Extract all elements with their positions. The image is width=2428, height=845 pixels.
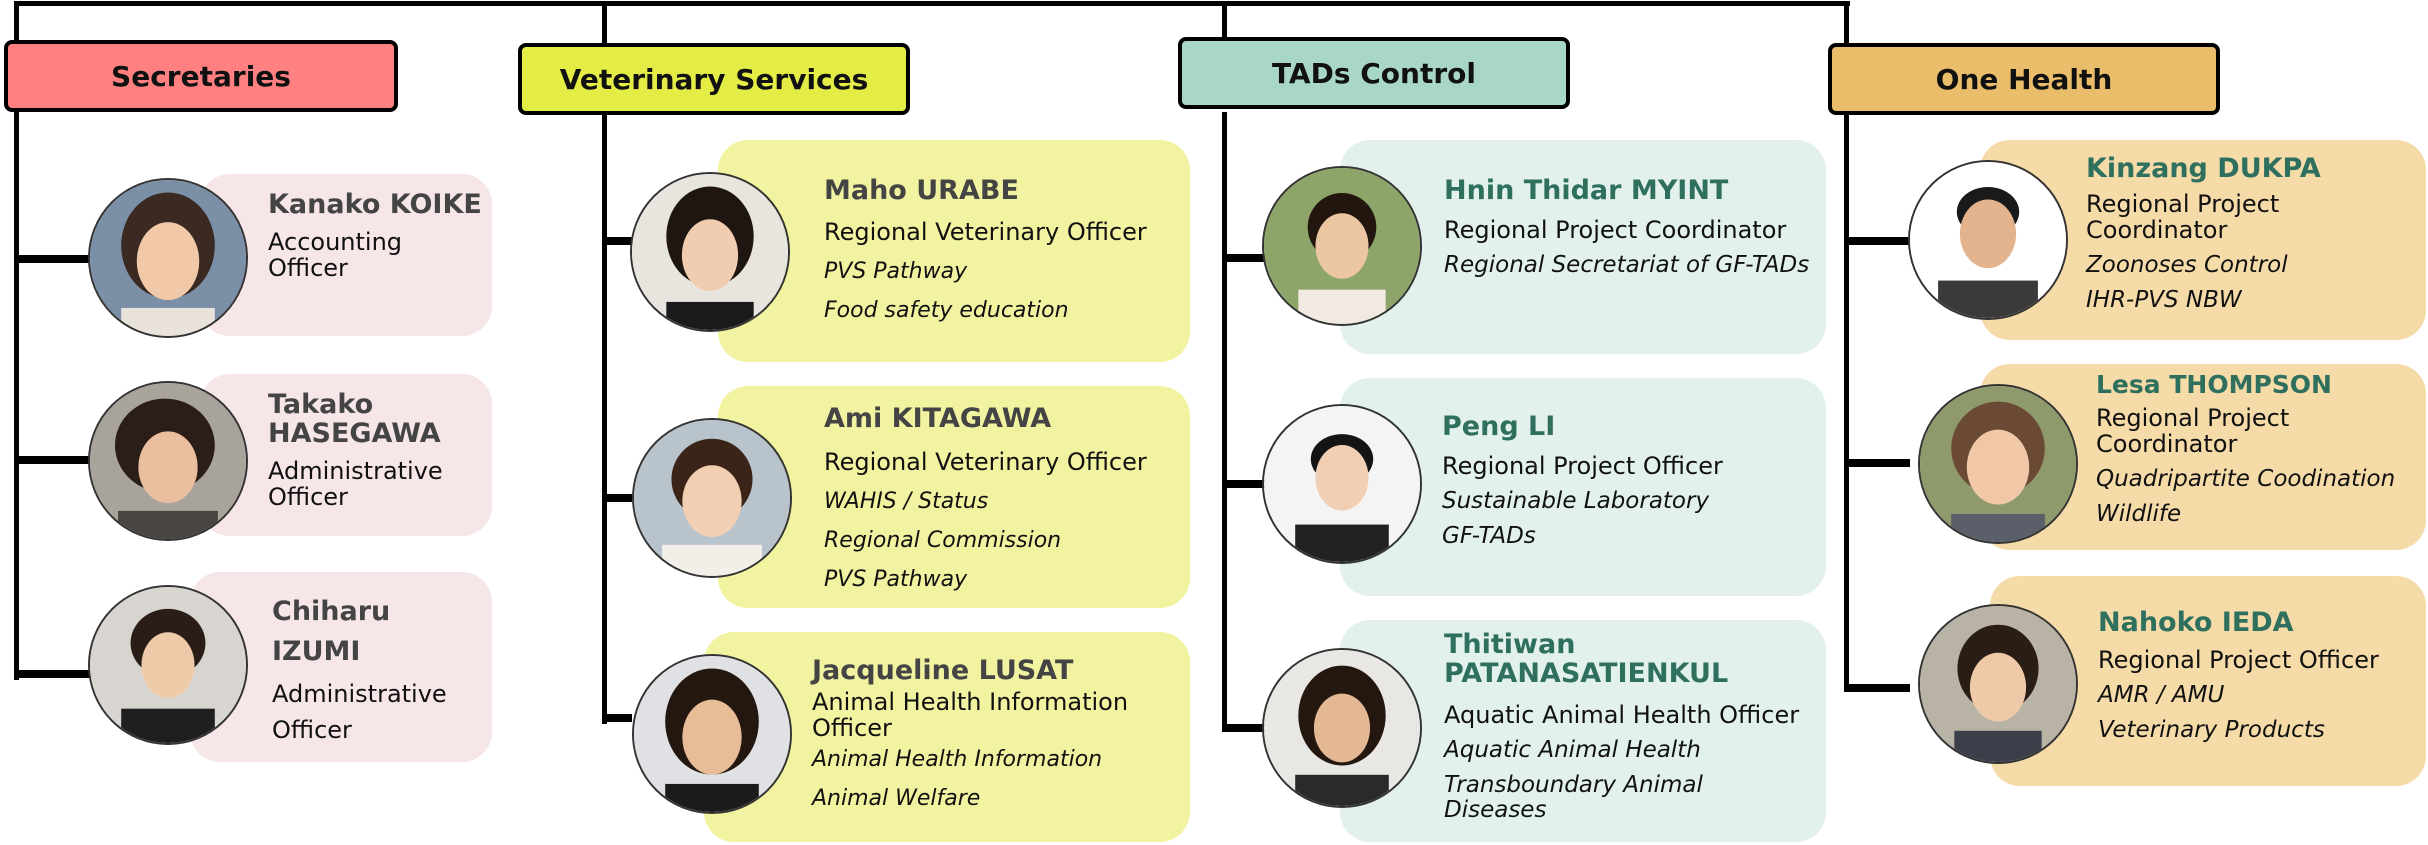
drop-line-veterinary: [602, 1, 607, 47]
portrait-jacqueline-lusat: [632, 654, 792, 814]
trunk-veterinary: [602, 114, 607, 724]
member-duty: AMR / AMU: [2098, 682, 2225, 708]
member-duty: Sustainable Laboratory: [1442, 488, 1710, 514]
portrait-ami-kitagawa: [632, 418, 792, 578]
info-lesa-thompson: Lesa THOMPSON Regional Project Coordinat…: [2096, 370, 2426, 527]
member-name: Hnin Thidar MYINT: [1444, 175, 1729, 206]
member-duty: IHR-PVS NBW: [2086, 287, 2242, 313]
member-duty: Animal Welfare: [812, 786, 981, 811]
member-role: Regional Project Officer: [2098, 646, 2379, 674]
portrait-thitiwan-patanasatienkul: [1262, 648, 1422, 808]
branch-kitagawa: [602, 494, 632, 502]
branch-urabe: [602, 237, 632, 245]
header-tads-control: TADs Control: [1178, 37, 1570, 109]
member-duty: Regional Commission: [824, 528, 1062, 553]
info-chiharu-izumi: Chiharu IZUMI Administrative Officer: [272, 592, 472, 748]
top-connector-line: [14, 1, 1850, 6]
card-ami-kitagawa: [718, 386, 1190, 608]
member-name: Takako HASEGAWA: [268, 389, 441, 449]
portrait-peng-li: [1262, 404, 1422, 564]
member-duty: Transboundary Animal Diseases: [1444, 772, 1703, 823]
member-role: Animal Health Information Officer: [812, 688, 1129, 742]
header-one-health: One Health: [1828, 43, 2220, 115]
branch-hasegawa: [14, 456, 90, 464]
member-duty: Animal Health Information: [812, 747, 1103, 772]
branch-koike: [14, 255, 90, 263]
member-role: Regional Veterinary Officer: [824, 218, 1147, 246]
member-duty: Veterinary Products: [2098, 717, 2325, 743]
member-duty: Wildlife: [2096, 501, 2182, 527]
member-role: Aquatic Animal Health Officer: [1444, 701, 1800, 729]
info-peng-li: Peng LI Regional Project Officer Sustain…: [1442, 412, 1812, 549]
member-role: Regional Veterinary Officer: [824, 448, 1147, 476]
member-role: Regional Project Coordinator: [2096, 404, 2290, 458]
info-jacqueline-lusat: Jacqueline LUSAT Animal Health Informati…: [812, 656, 1182, 811]
branch-myint: [1222, 254, 1266, 262]
card-kanako-koike: [200, 174, 492, 336]
branch-dukpa: [1844, 237, 1910, 245]
member-role: Regional Project Officer: [1442, 452, 1723, 480]
portrait-chiharu-izumi: [88, 585, 248, 745]
member-name: Kanako KOIKE: [268, 189, 482, 220]
member-name: Maho URABE: [824, 175, 1019, 206]
portrait-kinzang-dukpa: [1908, 160, 2068, 320]
member-name: Ami KITAGAWA: [824, 403, 1052, 434]
branch-izumi: [14, 670, 90, 678]
trunk-tads: [1222, 112, 1227, 730]
info-takako-hasegawa: Takako HASEGAWA Administrative Officer: [268, 390, 488, 510]
drop-line-secretaries: [14, 1, 19, 47]
member-duty: Quadripartite Coodination: [2096, 466, 2396, 492]
header-veterinary-services: Veterinary Services: [518, 43, 910, 115]
member-role: Accounting Officer: [268, 228, 403, 282]
member-duty: PVS Pathway: [824, 567, 968, 592]
member-name: Thitiwan PATANASATIENKUL: [1444, 629, 1729, 689]
info-maho-urabe: Maho URABE Regional Veterinary Officer P…: [824, 176, 1184, 323]
branch-lusat: [602, 714, 632, 722]
member-duty: PVS Pathway: [824, 259, 968, 284]
member-name: Chiharu IZUMI: [272, 596, 391, 667]
info-kanako-koike: Kanako KOIKE Accounting Officer: [268, 190, 488, 281]
drop-line-tads: [1222, 1, 1227, 41]
member-duty: GF-TADs: [1442, 523, 1536, 549]
member-name: Jacqueline LUSAT: [812, 655, 1074, 686]
member-role: Administrative Officer: [268, 457, 443, 511]
member-duty: Food safety education: [824, 298, 1069, 323]
branch-pengli: [1222, 480, 1266, 488]
info-thitiwan-patanasatienkul: Thitiwan PATANASATIENKUL Aquatic Animal …: [1444, 630, 1814, 823]
info-ami-kitagawa: Ami KITAGAWA Regional Veterinary Officer…: [824, 404, 1184, 592]
card-takako-hasegawa: [200, 374, 492, 536]
branch-thompson: [1844, 459, 1910, 467]
drop-line-onehealth: [1844, 1, 1849, 47]
info-hnin-thidar-myint: Hnin Thidar MYINT Regional Project Coord…: [1444, 176, 1814, 278]
member-name: Nahoko IEDA: [2098, 607, 2294, 638]
trunk-secretaries: [14, 110, 19, 680]
info-nahoko-ieda: Nahoko IEDA Regional Project Officer AMR…: [2098, 608, 2418, 743]
member-duty: WAHIS / Status: [824, 489, 989, 514]
member-name: Peng LI: [1442, 411, 1556, 442]
branch-patanasatienkul: [1222, 724, 1266, 732]
portrait-takako-hasegawa: [88, 381, 248, 541]
member-duty: Regional Secretariat of GF-TADs: [1444, 252, 1810, 278]
portrait-nahoko-ieda: [1918, 604, 2078, 764]
member-duty: Aquatic Animal Health: [1444, 737, 1701, 763]
member-name: Kinzang DUKPA: [2086, 153, 2321, 184]
portrait-lesa-thompson: [1918, 384, 2078, 544]
info-kinzang-dukpa: Kinzang DUKPA Regional Project Coordinat…: [2086, 154, 2416, 313]
member-role: Administrative Officer: [272, 680, 447, 744]
card-maho-urabe: [718, 140, 1190, 362]
member-role: Regional Project Coordinator: [1444, 216, 1787, 244]
member-role: Regional Project Coordinator: [2086, 190, 2280, 244]
header-secretaries: Secretaries: [4, 40, 398, 112]
portrait-hnin-thidar-myint: [1262, 166, 1422, 326]
portrait-maho-urabe: [630, 172, 790, 332]
member-name: Lesa THOMPSON: [2096, 370, 2332, 399]
branch-ieda: [1844, 684, 1910, 692]
trunk-onehealth: [1844, 114, 1849, 692]
portrait-kanako-koike: [88, 178, 248, 338]
member-duty: Zoonoses Control: [2086, 252, 2288, 278]
